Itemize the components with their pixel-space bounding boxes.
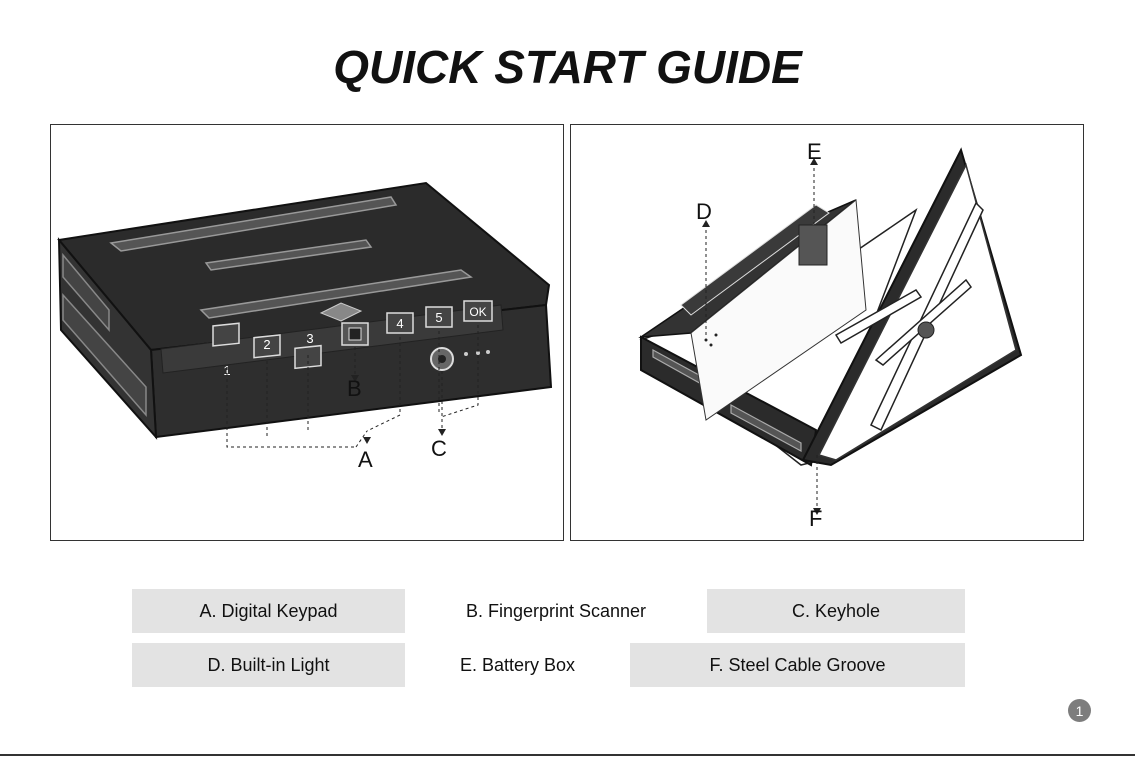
open-safe-illustration-panel: D E F (570, 124, 1084, 541)
open-safe-illustration: D E F (571, 125, 1085, 542)
key-label: OK (469, 305, 486, 319)
key-label: 4 (396, 316, 403, 331)
page-title: QUICK START GUIDE (0, 40, 1135, 94)
key-label: 5 (435, 310, 442, 325)
callout-b: B (347, 376, 362, 401)
page-number-badge: 1 (1068, 699, 1091, 722)
legend-item: E. Battery Box (405, 643, 630, 687)
keypad-key: OK (464, 301, 492, 321)
legend-item: D. Built-in Light (132, 643, 405, 687)
bottom-rule (0, 754, 1135, 756)
callout-a: A (358, 447, 373, 472)
keypad-key: 4 (387, 313, 413, 333)
callout-e: E (807, 139, 822, 164)
fingerprint-icon (349, 328, 361, 340)
callout-c: C (431, 436, 447, 461)
keypad-key: 2 (254, 335, 280, 358)
legend-item: F. Steel Cable Groove (630, 643, 965, 687)
legend-item: B. Fingerprint Scanner (405, 589, 707, 633)
battery-box (799, 225, 827, 265)
key-label: 3 (306, 331, 313, 346)
legend-item: A. Digital Keypad (132, 589, 405, 633)
closed-safe-illustration-panel: 1 2 3 4 5 OK (50, 124, 564, 541)
callout-f: F (809, 506, 822, 531)
keypad-key: 5 (426, 307, 452, 327)
legend-row: A. Digital Keypad B. Fingerprint Scanner… (132, 589, 965, 633)
callout-d: D (696, 199, 712, 224)
key-label: 2 (263, 337, 270, 352)
legend-item: C. Keyhole (707, 589, 965, 633)
closed-safe-illustration: 1 2 3 4 5 OK (51, 125, 565, 542)
legend-row: D. Built-in Light E. Battery Box F. Stee… (132, 643, 965, 687)
